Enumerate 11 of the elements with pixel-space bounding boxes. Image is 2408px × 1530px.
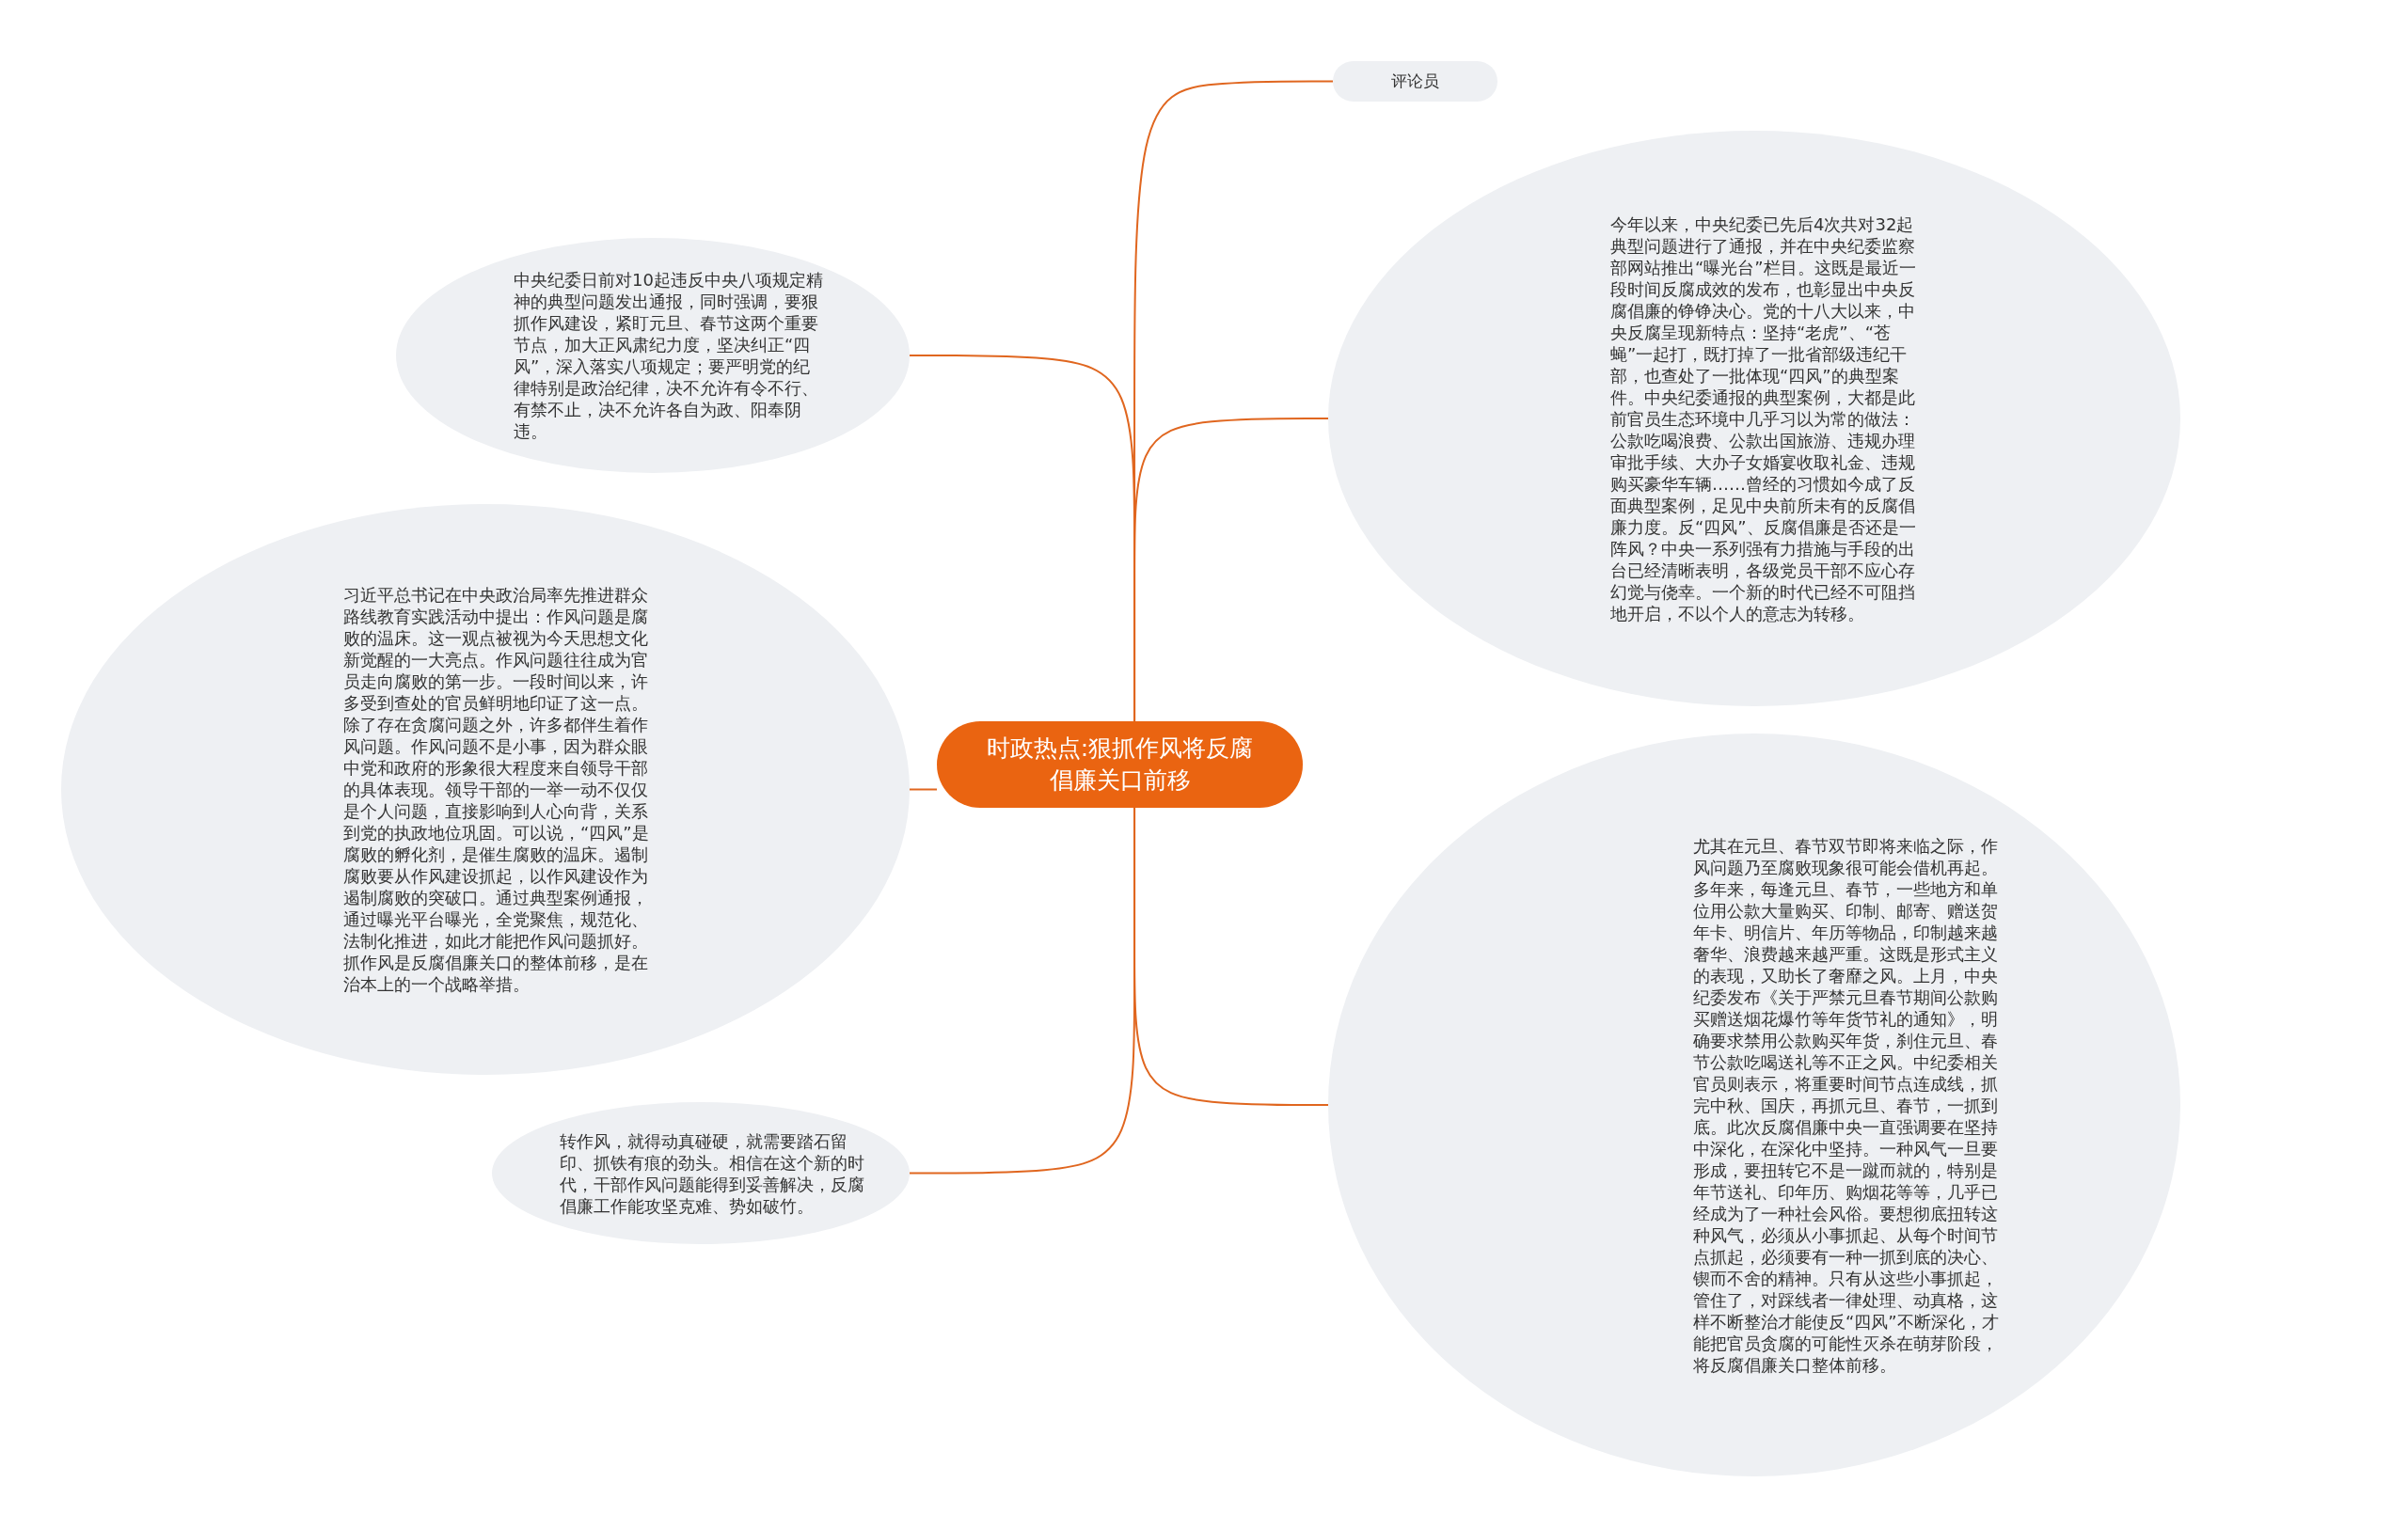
branch-line (909, 807, 1136, 1175)
topic-text: 今年以来，中央纪委已先后4次共对32起典型问题进行了通报，并在中央纪委监察部网站推出“曝光台”栏目。这既是最近一段时间反腐成效的发布，也彰显出中央反腐倡廉的铮铮决心。党的十八大以来，中央反腐呈现新特点：坚持“老虎”、“苍蝇”一起打，既打掉了一批省部级违纪干部，也查处了一批体现“四风”的典型案件。中央纪委通报的典型案例，大都是此前官员生态环境中几乎习以为常的做法：公款吃喝浪费、公款出国旅游、违规办理审批手续、大办子女婚宴收取礼金、违规购买豪华车辆……曾经的习惯如今成了反面典型案例，足见中央前所未有的反腐倡廉力度。反“四风”、反腐倡廉是否还是一阵风？中央一系列强有力措施与手段的出台已经清晰表明，各级党员干部不应心存幻觉与侥幸。一个新的时代已经不可阻挡地开启，不以个人的意志为转移。 (1610, 213, 1917, 624)
branch-line (909, 788, 938, 791)
topic-text: 习近平总书记在中央政治局率先推进群众路线教育实践活动中提出：作风问题是腐败的温床。这一观点被视为今天思想文化新觉醒的一大亮点。作风问题往往成为官员走向腐败的第一步。一段时间以来，许多受到查处的官员鲜明地印证了这一点。除了存在贪腐问题之外，许多都伴生着作风问题。作风问题不是小事，因为群众眼中党和政府的形象很大程度来自领导干部的具体表现。领导干部的一举一动不仅仅是个人问题，直接影响到人心向背，关系到党的执政地位巩固。可以说，“四风”是腐败的孵化剂，是催生腐败的温床。遏制腐败要从作风建设抓起，以作风建设作为遏制腐败的突破口。通过典型案例通报，通过曝光平台曝光，全党聚焦，规范化、法制化推进，如此才能把作风问题抓好。抓作风是反腐倡廉关口的整体前移，是在治本上的一个战略举措。 (343, 584, 650, 995)
branch-line (1133, 418, 1329, 722)
topic-title: 时政热点:狠抓作风将反腐倡廉关口前移 (985, 733, 1255, 796)
topic-text: 评论员 (1391, 71, 1439, 92)
topic-text: 转作风，就得动真碰硬，就需要踏石留印、抓铁有痕的劲头。相信在这个新的时代，干部作风问题能得到妥善解决，反腐倡廉工作能攻坚克难、势如破竹。 (560, 1129, 865, 1217)
topic-text: 尤其在元旦、春节双节即将来临之际，作风问题乃至腐败现象很可能会借机再起。多年来，每逢元旦、春节，一些地方和单位用公款大量购买、印制、邮寄、赠送贺年卡、明信片、年历等物品，印制越来越奢华、浪费越来越严重。这既是形式主义的表现，又助长了奢靡之风。上月，中央纪委发布《关于严禁元旦春节期间公款购买赠送烟花爆竹等年货节礼的通知》，明确要求禁用公款购买年货，刹住元旦、春节公款吃喝送礼等不正之风。中纪委相关官员则表示，将重要时间节点连成线，抓完中秋、国庆，再抓元旦、春节，一抓到底。此次反腐倡廉中央一直强调要在坚持中深化，在深化中坚持。一种风气一旦要形成，要扭转它不是一蹴而就的，特别是年节送礼、印年历、购烟花等等，几乎已经成为了一种社会风俗。要想彻底扭转这种风气，必须从小事抓起、从每个时间节点抓起，必须要有一种一抓到底的决心、锲而不舍的精神。只有从这些小事抓起，管住了，对踩线者一律处理、动真格，这样不断整治才能使反“四风”不断深化，才能把官员贪腐的可能性灭杀在萌芽阶段，将反腐倡廉关口整体前移。 (1693, 834, 2000, 1376)
topic-tag (1333, 61, 1497, 102)
topic-text: 中央纪委日前对10起违反中央八项规定精神的典型问题发出通报，同时强调，要狠抓作风建设，紧盯元旦、春节这两个重要节点，加大正风肃纪力度，坚决纠正“四风”，深入落实八项规定；要严明党的纪律特别是政治纪律，决不允许有令不行、有禁不止，决不允许各自为政、阳奉阴违。 (514, 269, 824, 442)
